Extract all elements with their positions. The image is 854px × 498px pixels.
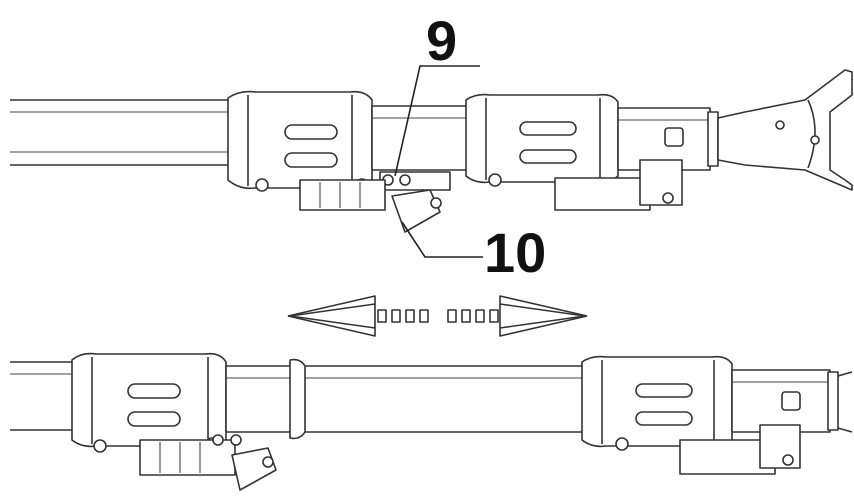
top-locking-hinge (299, 171, 451, 211)
top-lever-tab (391, 189, 441, 233)
callout-9-label: 9 (426, 9, 457, 72)
bottom-pole-assembly (10, 352, 853, 491)
top-clamp-sleeve-right (465, 93, 619, 187)
bottom-clamp-sleeve-left (71, 352, 227, 453)
callout-9-leader (394, 65, 480, 177)
extension-arrow-icon (287, 295, 588, 337)
top-fork-head (707, 69, 853, 191)
top-pole-assembly (10, 69, 853, 233)
bottom-extended-tube (225, 365, 591, 433)
callout-10-leader (401, 221, 483, 258)
callout-10-label: 10 (484, 221, 546, 284)
top-clip-box (554, 177, 651, 211)
top-clamp-sleeve-left (227, 90, 373, 192)
bottom-clip-box (679, 439, 776, 475)
bottom-clamp-sleeve-right (581, 355, 733, 451)
top-main-tube (10, 99, 236, 166)
bottom-locking-hinge (139, 434, 277, 491)
